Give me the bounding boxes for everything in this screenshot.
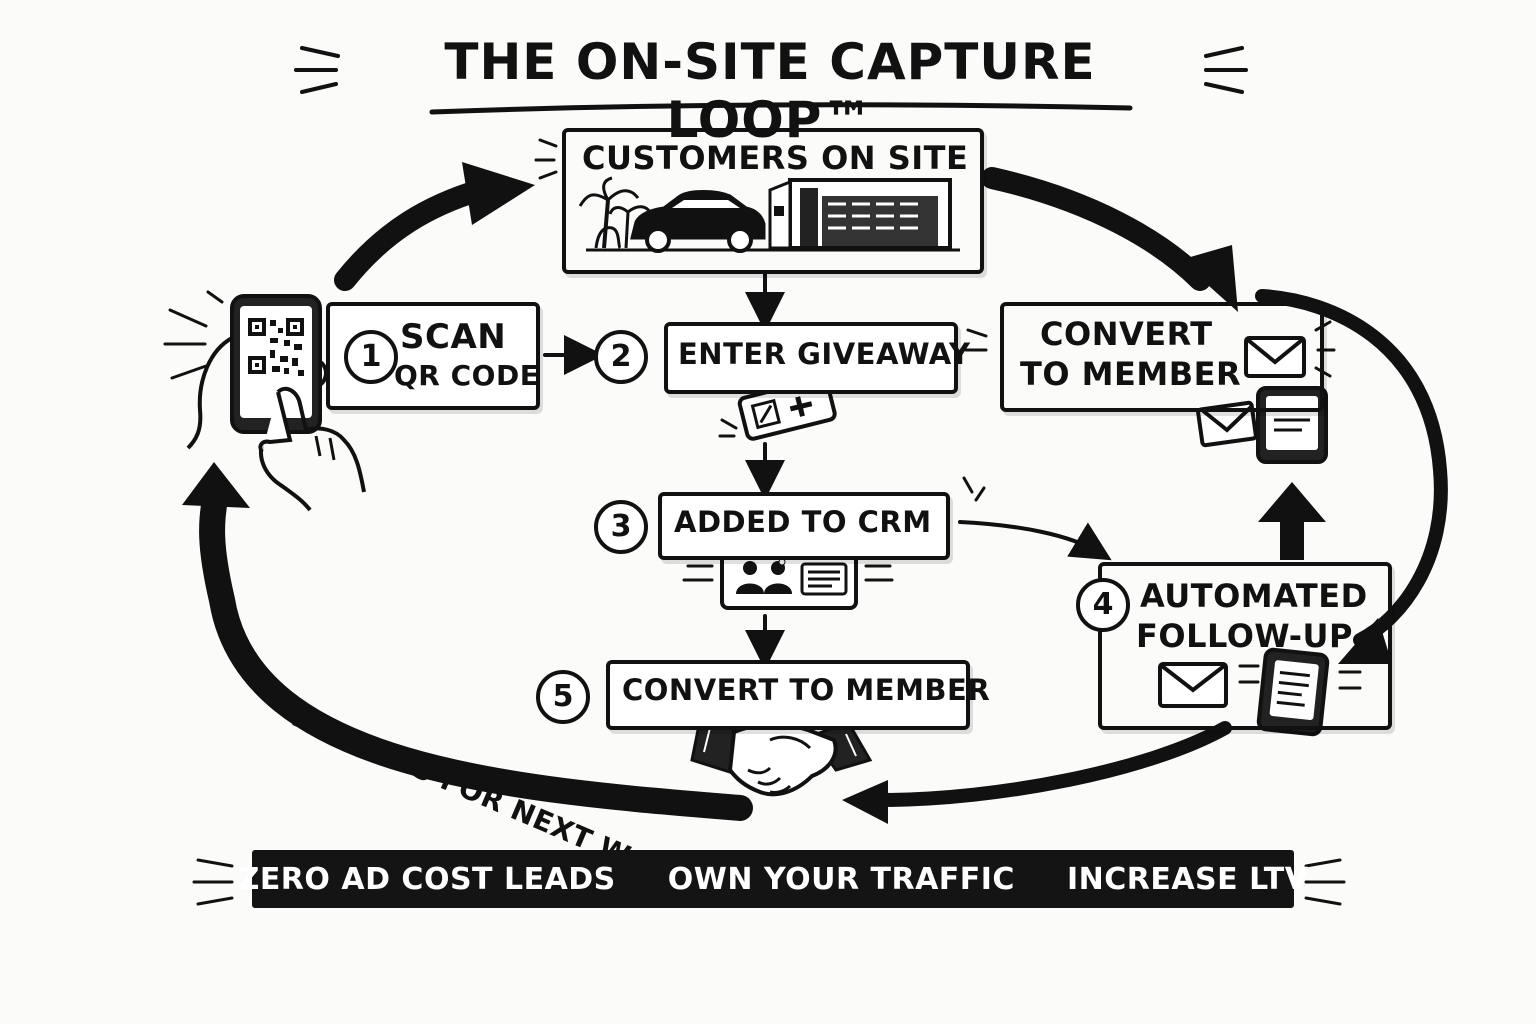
envelope-icon	[1244, 336, 1306, 378]
customers-on-site-box	[562, 128, 984, 274]
step-4-label-line1: AUTOMATED	[1140, 577, 1368, 615]
car-wash-icon	[578, 176, 960, 252]
page-title: THE ON-SITE CAPTURE LOOP™	[444, 33, 1096, 149]
loop-arrow-to-site	[334, 179, 491, 291]
step-2-label: ENTER GIVEAWAY	[678, 337, 971, 371]
loop-arrow-bottom	[873, 721, 1232, 807]
envelope-icon	[1196, 400, 1258, 448]
loop-arrow-return	[199, 485, 753, 821]
arrow-up-shaft	[1280, 515, 1304, 560]
loop-arrow-to-convert	[981, 167, 1211, 291]
loop-arrow-to-site-head	[462, 162, 535, 225]
step-5-box	[606, 660, 970, 730]
step-4-box	[1098, 562, 1392, 730]
step-4-number: 4	[1076, 578, 1130, 632]
connector-arrows	[543, 270, 1112, 670]
sparkle-ticks	[163, 138, 1362, 906]
envelope-icon	[1158, 662, 1228, 708]
step-2-number: 2	[594, 330, 648, 384]
id-card-icon	[800, 562, 848, 596]
step-4-label-line2: FOLLOW-UP	[1136, 617, 1353, 655]
customers-on-site-label: CUSTOMERS ON SITE	[582, 139, 969, 177]
arrow-up-head	[1258, 482, 1326, 522]
benefits-banner: ZERO AD COST LEADS OWN YOUR TRAFFIC INCR…	[238, 850, 1308, 908]
handshake-icon	[690, 718, 873, 797]
step-5-number: 5	[536, 670, 590, 724]
loop-arrow-return-head	[182, 462, 250, 508]
car-icon	[630, 190, 766, 253]
step-1-label-line2: QR CODE	[394, 359, 540, 392]
title-sparks-right	[1204, 46, 1248, 94]
step-5-label: CONVERT TO MEMBER	[622, 673, 991, 707]
benefit-zero-ad-cost: ZERO AD COST LEADS	[237, 861, 616, 897]
benefit-increase-ltv: INCREASE LTV	[1066, 861, 1309, 897]
convert-box-label-line2: TO MEMBER	[1020, 355, 1242, 393]
tablet-icon	[1256, 647, 1330, 737]
convert-box-label-line1: CONVERT	[1040, 315, 1213, 353]
loop-arrow-right-arc	[1255, 289, 1448, 647]
step-3-box	[658, 492, 950, 560]
loop-arrow-bottom-head	[842, 780, 888, 824]
phone-qr-icon	[186, 294, 366, 512]
title-sparks-left	[294, 46, 340, 94]
step-3-number: 3	[594, 500, 648, 554]
loop-arrow-right-arc-head	[1338, 618, 1392, 664]
benefit-own-traffic: OWN YOUR TRAFFIC	[667, 861, 1015, 897]
loop-arrow-to-convert-head	[1180, 245, 1238, 312]
step-3-label: ADDED TO CRM	[674, 505, 932, 539]
convert-box	[1000, 302, 1324, 412]
step-1-number: 1	[344, 330, 398, 384]
step-2-box	[664, 322, 958, 394]
step-1-label-line1: SCAN	[400, 317, 507, 357]
title-underline	[429, 102, 1133, 115]
